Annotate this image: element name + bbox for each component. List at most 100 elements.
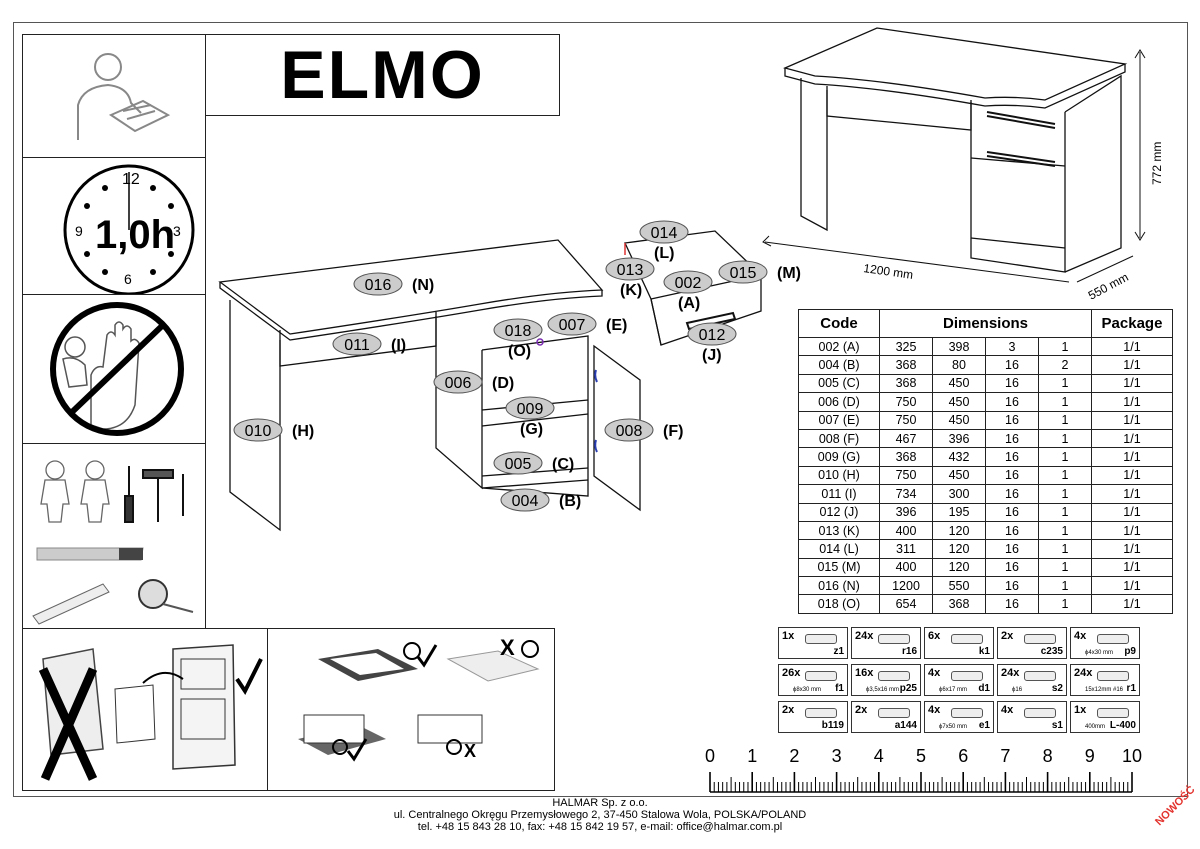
part-letter: (I)	[391, 337, 406, 354]
hardware-qty: 4x	[928, 667, 941, 679]
ruler-label: 7	[1000, 746, 1010, 766]
table-cell: 16	[985, 539, 1039, 559]
part-label-008: 008 (F)	[604, 418, 683, 442]
time-panel: 12 3 6 9 1,0h	[22, 157, 206, 296]
part-label-016: 016 (N)	[353, 272, 434, 296]
part-label-002: 002(A)	[663, 270, 713, 312]
hardware-icon	[951, 708, 983, 718]
table-cell: 1/1	[1091, 465, 1173, 486]
table-cell: 368	[879, 373, 933, 394]
table-cell: 2	[1038, 355, 1092, 375]
hardware-qty: 4x	[928, 704, 941, 716]
tools-panel	[22, 443, 206, 629]
table-cell: 450	[932, 373, 986, 394]
table-cell: 3	[985, 336, 1039, 357]
table-cell: 450	[932, 465, 986, 486]
table-cell: 16	[985, 447, 1039, 467]
floor-protection-panel: X X	[267, 628, 555, 791]
table-cell: 750	[879, 465, 933, 486]
hardware-code: r1	[1126, 683, 1136, 694]
hardware-qty: 16x	[855, 667, 874, 679]
table-cell: 1	[1038, 594, 1092, 614]
table-cell: 400	[879, 557, 933, 578]
table-cell: 1	[1038, 484, 1092, 504]
table-cell: 1/1	[1091, 520, 1173, 541]
table-cell: 004 (B)	[798, 355, 880, 375]
hardware-size: ϕ4x30 mm	[1085, 650, 1114, 656]
part-number: 016	[365, 277, 392, 294]
table-cell: 16	[985, 484, 1039, 504]
table-cell: 368	[879, 355, 933, 375]
table-cell: 1/1	[1091, 539, 1173, 559]
clock-12: 12	[122, 171, 140, 188]
svg-text:X: X	[464, 741, 476, 761]
part-label-011: 011 (I)	[332, 332, 406, 356]
part-label-010: 010(H)	[233, 418, 314, 442]
table-cell: 734	[879, 484, 933, 504]
table-cell: 450	[932, 410, 986, 430]
table-cell: 750	[879, 410, 933, 430]
hardware-icon	[1097, 708, 1129, 718]
table-cell: 16	[985, 392, 1039, 412]
hardware-qty: 2x	[1001, 630, 1014, 642]
hardware-qty: 1x	[782, 630, 795, 642]
width-dimension: 1200 mm	[863, 261, 914, 282]
part-number: 008	[616, 423, 643, 440]
part-label-006: 006(D)	[433, 370, 514, 394]
ruler-label: 2	[789, 746, 799, 766]
table-cell: 16	[985, 502, 1039, 522]
part-label-013: 013(K)	[605, 257, 655, 299]
table-cell: 008 (F)	[798, 428, 880, 449]
hardware-code: s2	[1051, 683, 1063, 694]
table-cell: 368	[879, 447, 933, 467]
hardware-size: ϕ16	[1012, 687, 1023, 693]
hardware-icon	[1097, 634, 1129, 644]
no-children-icon	[50, 302, 184, 436]
part-labels-layer: 016(N)011(I)010(H)018(O)007(E)006(D)009(…	[233, 220, 801, 512]
part-letter: (F)	[663, 423, 683, 440]
ruler-label: 6	[958, 746, 968, 766]
table-cell: 002 (A)	[798, 336, 880, 357]
table-cell: 1	[1038, 557, 1092, 578]
hardware-icon	[805, 671, 837, 681]
part-letter: (B)	[559, 493, 581, 510]
part-number: 011	[344, 337, 370, 354]
part-label-007: 007(E)	[547, 312, 627, 336]
ruler-label: 0	[705, 746, 715, 766]
table-cell: 010 (H)	[798, 465, 880, 486]
footer-company: HALMAR Sp. z o.o.	[552, 797, 648, 809]
table-cell: 012 (J)	[798, 502, 880, 522]
hardware-qty: 4x	[1001, 704, 1014, 716]
part-number: 014	[651, 225, 678, 242]
table-cell: 011 (I)	[798, 484, 880, 504]
person-reading-icon	[77, 53, 171, 140]
hardware-icon	[805, 634, 837, 644]
part-number: 002	[675, 275, 702, 292]
table-cell: 16	[985, 355, 1039, 375]
ruler-label: 5	[916, 746, 926, 766]
part-number: 009	[517, 401, 544, 418]
table-cell: 1/1	[1091, 447, 1173, 467]
table-cell: 006 (D)	[798, 392, 880, 412]
table-cell: 396	[932, 428, 986, 449]
hardware-icon	[878, 671, 910, 681]
part-letter: (E)	[606, 317, 627, 334]
table-cell: 1	[1038, 373, 1092, 394]
table-cell: 1/1	[1091, 557, 1173, 578]
part-letter: (N)	[412, 277, 434, 294]
part-letter: (H)	[292, 423, 314, 440]
table-cell: 1	[1038, 539, 1092, 559]
table-cell: 015 (M)	[798, 557, 880, 578]
